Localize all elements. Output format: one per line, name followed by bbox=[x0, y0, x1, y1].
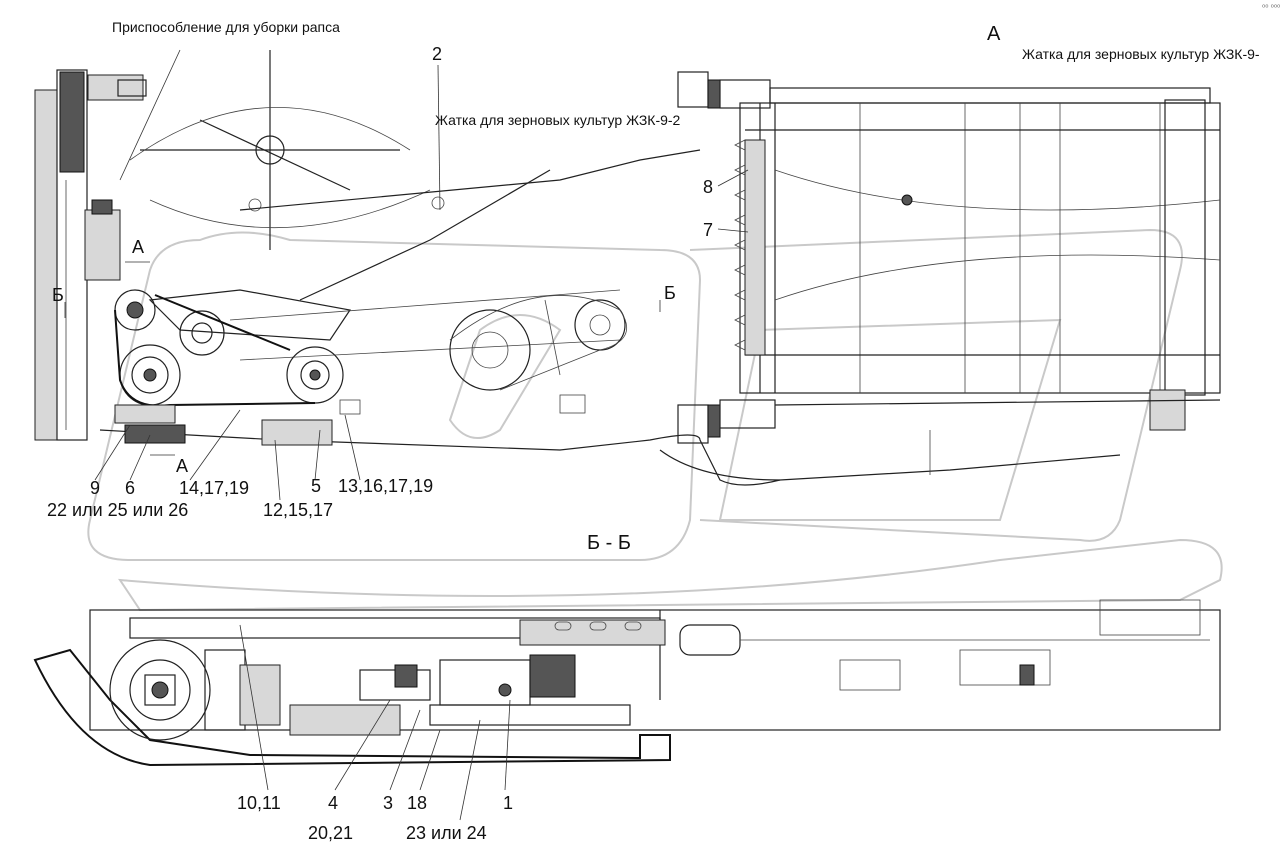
top-leaders bbox=[94, 49, 441, 501]
callout-12-15-17: 12,15,17 bbox=[263, 500, 334, 520]
callout-5: 5 bbox=[311, 476, 322, 496]
watermark bbox=[87, 228, 1223, 612]
callout-8: 8 bbox=[703, 177, 714, 197]
callout-10-11: 10,11 bbox=[237, 793, 281, 813]
plan-view bbox=[659, 71, 1221, 481]
side-view bbox=[34, 50, 781, 486]
section-view bbox=[33, 599, 1221, 821]
rapeseed-attachment-caption: Приспособление для уборки рапса bbox=[112, 19, 340, 35]
callout-4: 4 bbox=[328, 793, 339, 813]
callout-7: 7 bbox=[703, 220, 714, 240]
section-mark-b-right: Б bbox=[664, 283, 676, 303]
callout-13-16-17-19: 13,16,17,19 bbox=[338, 476, 434, 496]
callout-22-25-26: 22 или 25 или 26 bbox=[47, 500, 189, 520]
view-a-label: А bbox=[987, 23, 1001, 45]
callout-3: 3 bbox=[383, 793, 394, 813]
section-mark-a-upper: А bbox=[132, 237, 145, 257]
callout-20-21: 20,21 bbox=[308, 823, 354, 843]
callout-9: 9 bbox=[90, 478, 101, 498]
callout-14-17-19: 14,17,19 bbox=[179, 478, 250, 498]
section-title: Б - Б bbox=[587, 532, 632, 554]
corner-mark: ⁰⁰ ⁰⁰⁰ bbox=[1262, 3, 1281, 12]
header-left-caption: Жатка для зерновых культур ЖЗК-9-2 bbox=[435, 112, 681, 128]
callout-18: 18 bbox=[407, 793, 428, 813]
callout-6: 6 bbox=[125, 478, 136, 498]
callout-23-24: 23 или 24 bbox=[406, 823, 487, 843]
section-mark-b-left: Б bbox=[52, 285, 64, 305]
section-mark-a-lower: А bbox=[176, 456, 189, 476]
header-right-caption: Жатка для зерновых культур ЖЗК-9- bbox=[1022, 46, 1260, 62]
callout-2: 2 bbox=[432, 44, 443, 64]
callout-1: 1 bbox=[503, 793, 514, 813]
